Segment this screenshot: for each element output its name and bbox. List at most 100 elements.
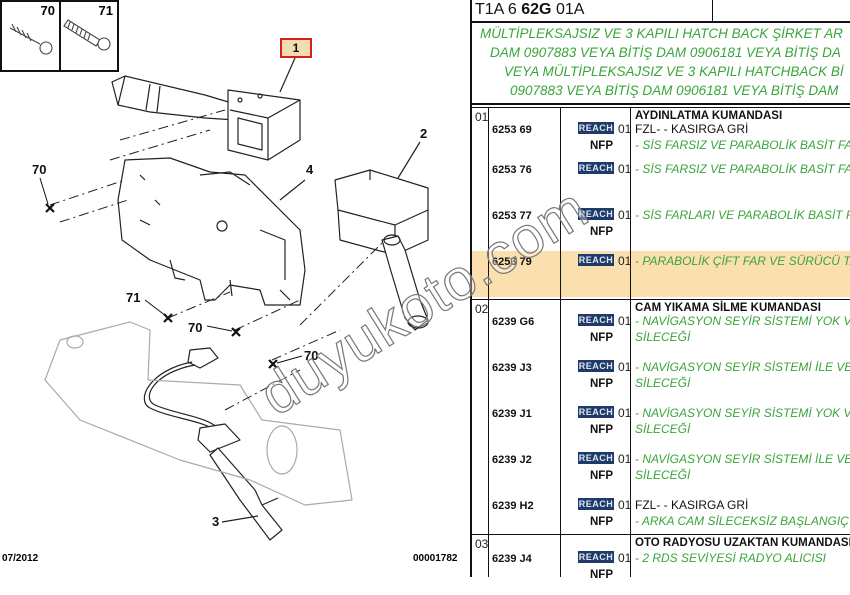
quantity: 01 (618, 162, 632, 176)
quantity: 01 (618, 498, 632, 512)
part-description: - NAVİGASYON SEYİR SİSTEMİ YOK VE Y (635, 406, 850, 420)
highlighted-row (472, 251, 850, 297)
part-number[interactable]: 6239 J2 (492, 454, 532, 466)
part-4-callout[interactable]: 4 (306, 162, 314, 177)
table-header: T1A 6 62G 01A (472, 0, 850, 23)
group-number: 03 (475, 537, 489, 551)
group-number: 02 (475, 302, 489, 316)
part-description: - NAVİGASYON SEYİR SİSTEMİ İLE VE YA (635, 360, 850, 374)
quantity: 01 (618, 122, 632, 136)
part-number[interactable]: 6253 69 (492, 124, 532, 136)
screw-number-71: 71 (98, 3, 113, 18)
steering-column-shroud-drawing (44, 321, 353, 506)
quantity: 01 (618, 254, 632, 268)
part-number[interactable]: 6239 J3 (492, 362, 532, 374)
model-code-group: 62G (521, 1, 552, 18)
screw-number-70: 70 (40, 3, 55, 18)
light-switch-stalk-drawing (111, 75, 301, 161)
part-description: SİLECEĞİ (635, 376, 691, 390)
column-divider (488, 107, 489, 577)
nfp-label: NFP (590, 424, 613, 436)
part-variant: FZL- - KASIRGA GRİ (635, 122, 749, 136)
group-title: AYDINLATMA KUMANDASI (635, 110, 783, 122)
part-number[interactable]: 6239 G6 (492, 316, 535, 328)
part-group: 02 CAM YIKAMA SİLME KUMANDASI 6239 G6 REACH… (472, 299, 850, 535)
part-description: - NAVİGASYON SEYİR SİSTEMİ İLE VE YA (635, 452, 850, 466)
applicability-note: MÜLTİPLEKSAJSIZ VE 3 KAPILI HATCH BACK Ş… (472, 23, 850, 105)
nfp-label: NFP (590, 378, 613, 390)
group-number: 01 (475, 110, 489, 124)
reach-badge: REACH (578, 360, 614, 372)
reach-badge: REACH (578, 551, 614, 563)
fastener-70-c-callout[interactable]: 70 (304, 348, 319, 363)
quantity: 01 (618, 360, 632, 374)
quantity: 01 (618, 406, 632, 420)
nfp-label: NFP (590, 140, 613, 152)
note-line: MÜLTİPLEKSAJSIZ VE 3 KAPILI HATCH BACK Ş… (480, 26, 843, 41)
model-code: T1A 6 62G 01A (475, 1, 584, 19)
fastener-71-callout[interactable]: 71 (126, 290, 141, 305)
screw-icons (9, 19, 111, 55)
nfp-label: NFP (590, 226, 613, 238)
part-description: - NAVİGASYON SEYİR SİSTEMİ YOK VE Y (635, 314, 850, 328)
reach-badge: REACH (578, 122, 614, 134)
radio-remote-stalk-drawing (143, 347, 283, 541)
reach-badge: REACH (578, 452, 614, 464)
screw-box-70: 70 (0, 0, 61, 72)
nfp-label: NFP (590, 470, 613, 482)
part-1-callout[interactable]: 1 (280, 38, 312, 58)
column-divider (560, 107, 561, 577)
model-code-prefix: T1A 6 (475, 1, 522, 18)
note-line: 0907883 VEYA BİTİŞ DAM 0906181 VEYA BİTİ… (510, 83, 839, 98)
exploded-parts-diagram: 70 71 1 2 4 3 70 71 70 70 07/2012 000017… (0, 0, 458, 564)
part-description: - SİS FARLARI VE PARABOLİK BASİT FAR (635, 208, 850, 222)
quantity: 01 (618, 551, 632, 565)
part-description: - SİS FARSIZ VE PARABOLİK BASİT FAR (635, 138, 850, 152)
part-description: - PARABOLİK ÇİFT FAR VE SÜRÜCÜ TAR (635, 254, 850, 268)
nfp-label: NFP (590, 332, 613, 344)
wiper-switch-stalk-drawing (334, 169, 429, 331)
part-description: SİLECEĞİ (635, 330, 691, 344)
fastener-70-a-callout[interactable]: 70 (32, 162, 47, 177)
wood-screw-icon (9, 23, 41, 45)
parts-table: T1A 6 62G 01A MÜLTİPLEKSAJSIZ VE 3 KAPIL… (470, 0, 850, 581)
note-line: VEYA MÜLTİPLEKSAJSIZ VE 3 KAPILI HATCHBA… (504, 64, 844, 79)
part-description: SİLECEĞİ (635, 422, 691, 436)
column-divider (630, 107, 631, 577)
reach-badge: REACH (578, 406, 614, 418)
quantity: 01 (618, 208, 632, 222)
model-code-suffix: 01A (551, 1, 585, 18)
quantity: 01 (618, 314, 632, 328)
reach-badge: REACH (578, 314, 614, 326)
part-2-callout[interactable]: 2 (420, 126, 428, 141)
part-description: - 2 RDS SEVİYESİ RADYO ALICISI (635, 551, 826, 565)
screw-box-71: 71 (59, 0, 119, 72)
part-number[interactable]: 6239 J1 (492, 408, 532, 420)
fastener-70-b-callout[interactable]: 70 (188, 320, 203, 335)
diagram-drawing (9, 19, 429, 541)
group-title: OTO RADYOSU UZAKTAN KUMANDASI (635, 537, 850, 549)
part-3-callout[interactable]: 3 (212, 514, 220, 529)
diagram-date: 07/2012 (2, 553, 39, 564)
reach-badge: REACH (578, 162, 614, 174)
nfp-label: NFP (590, 516, 613, 528)
part-description: - SİS FARSIZ VE PARABOLİK BASİT FAR V (635, 162, 850, 176)
reach-badge: REACH (578, 208, 614, 220)
fastener-70-b-icon (231, 327, 241, 337)
part-number[interactable]: 6239 H2 (492, 500, 534, 512)
part-group: 03 OTO RADYOSU UZAKTAN KUMANDASI 6239 J4 RE… (472, 534, 850, 595)
diagram-reference: 00001782 (413, 553, 458, 564)
part-number[interactable]: 6253 76 (492, 164, 532, 176)
mounting-bracket-drawing (117, 157, 306, 306)
part-number[interactable]: 6239 J4 (492, 553, 532, 565)
part-number[interactable]: 6253 79 (492, 256, 532, 268)
nfp-label: NFP (590, 569, 613, 581)
reach-badge: REACH (578, 498, 614, 510)
part-variant: FZL- - KASIRGA GRİ (635, 498, 749, 512)
machine-screw-icon (67, 21, 91, 41)
header-divider (712, 0, 713, 21)
part-number[interactable]: 6253 77 (492, 210, 532, 222)
group-title: CAM YIKAMA SİLME KUMANDASI (635, 302, 821, 314)
